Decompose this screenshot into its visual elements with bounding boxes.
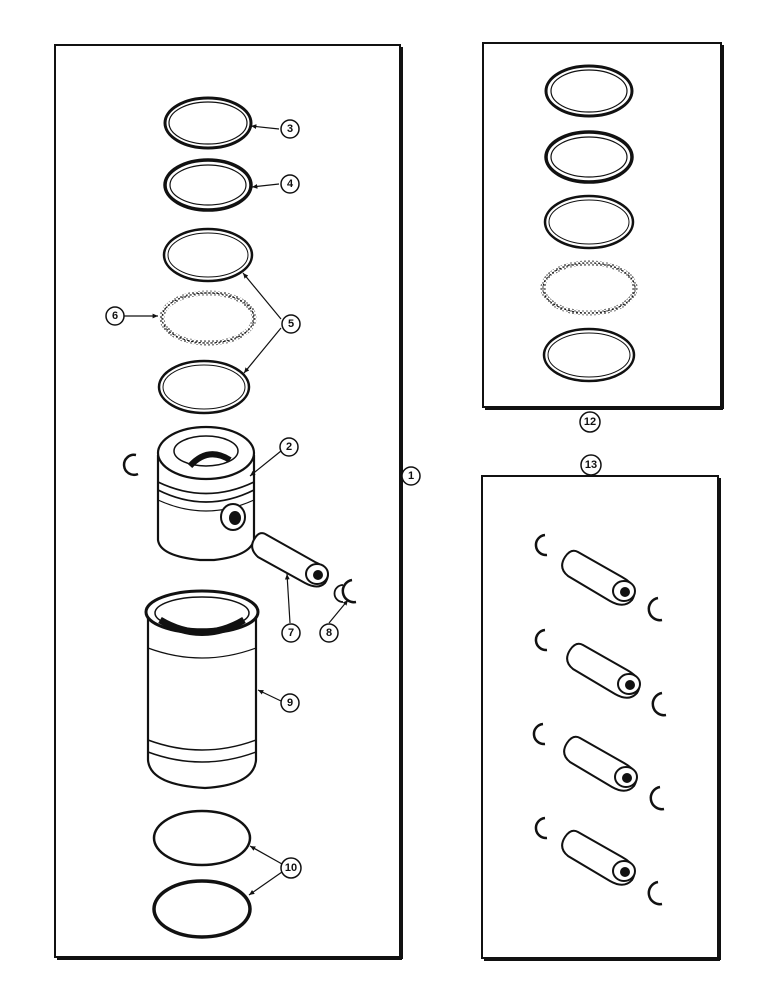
piston-ring-4 — [163, 158, 253, 212]
pin-set-row-3 — [532, 722, 665, 811]
piston-ring-5-upper — [162, 227, 254, 283]
svg-text:3: 3 — [287, 123, 293, 135]
svg-text:2: 2 — [286, 441, 292, 453]
ring-set-ring-2 — [544, 130, 634, 184]
callout-3: 3 — [280, 119, 300, 139]
callout-12: 12 — [579, 411, 601, 433]
callout-10: 10 — [280, 857, 302, 879]
callout-13: 13 — [580, 454, 602, 476]
svg-text:7: 7 — [288, 627, 294, 639]
svg-text:10: 10 — [285, 862, 297, 874]
svg-text:9: 9 — [287, 697, 293, 709]
piston-ring-3 — [163, 96, 253, 150]
callout-8: 8 — [319, 623, 339, 643]
svg-text:6: 6 — [112, 310, 118, 322]
svg-text:12: 12 — [584, 416, 596, 428]
callout-1: 1 — [401, 466, 421, 486]
svg-text:5: 5 — [288, 318, 294, 330]
pin-set-row-4 — [534, 816, 663, 906]
ring-set-ring-5 — [542, 327, 636, 383]
svg-text:4: 4 — [287, 178, 294, 190]
callout-9: 9 — [280, 693, 300, 713]
piston-2 — [156, 425, 256, 562]
piston-ring-5-lower — [157, 359, 251, 415]
callout-5: 5 — [281, 314, 301, 334]
pin-set-row-2 — [534, 628, 667, 717]
expander-ring-6 — [159, 290, 257, 346]
svg-text:13: 13 — [585, 459, 597, 471]
ring-set-ring-1 — [544, 64, 634, 118]
ring-set-expander — [540, 260, 638, 316]
o-ring-10-lower — [152, 879, 252, 939]
wrist-pin-7 — [251, 532, 329, 588]
svg-text:1: 1 — [408, 470, 414, 482]
o-ring-10-upper — [152, 809, 252, 867]
callout-4: 4 — [280, 174, 300, 194]
callout-6: 6 — [105, 306, 125, 326]
snap-ring-left — [122, 453, 139, 477]
cylinder-sleeve-9 — [144, 589, 260, 790]
callout-7: 7 — [281, 623, 301, 643]
snap-ring-8 — [341, 578, 357, 604]
ring-set-ring-3 — [543, 194, 635, 250]
pin-set-row-1 — [534, 533, 663, 622]
pin-set-panel — [481, 475, 719, 959]
leader-lines-main — [124, 124, 349, 896]
callout-2: 2 — [279, 437, 299, 457]
svg-text:8: 8 — [326, 627, 332, 639]
ring-set-panel — [482, 42, 722, 408]
